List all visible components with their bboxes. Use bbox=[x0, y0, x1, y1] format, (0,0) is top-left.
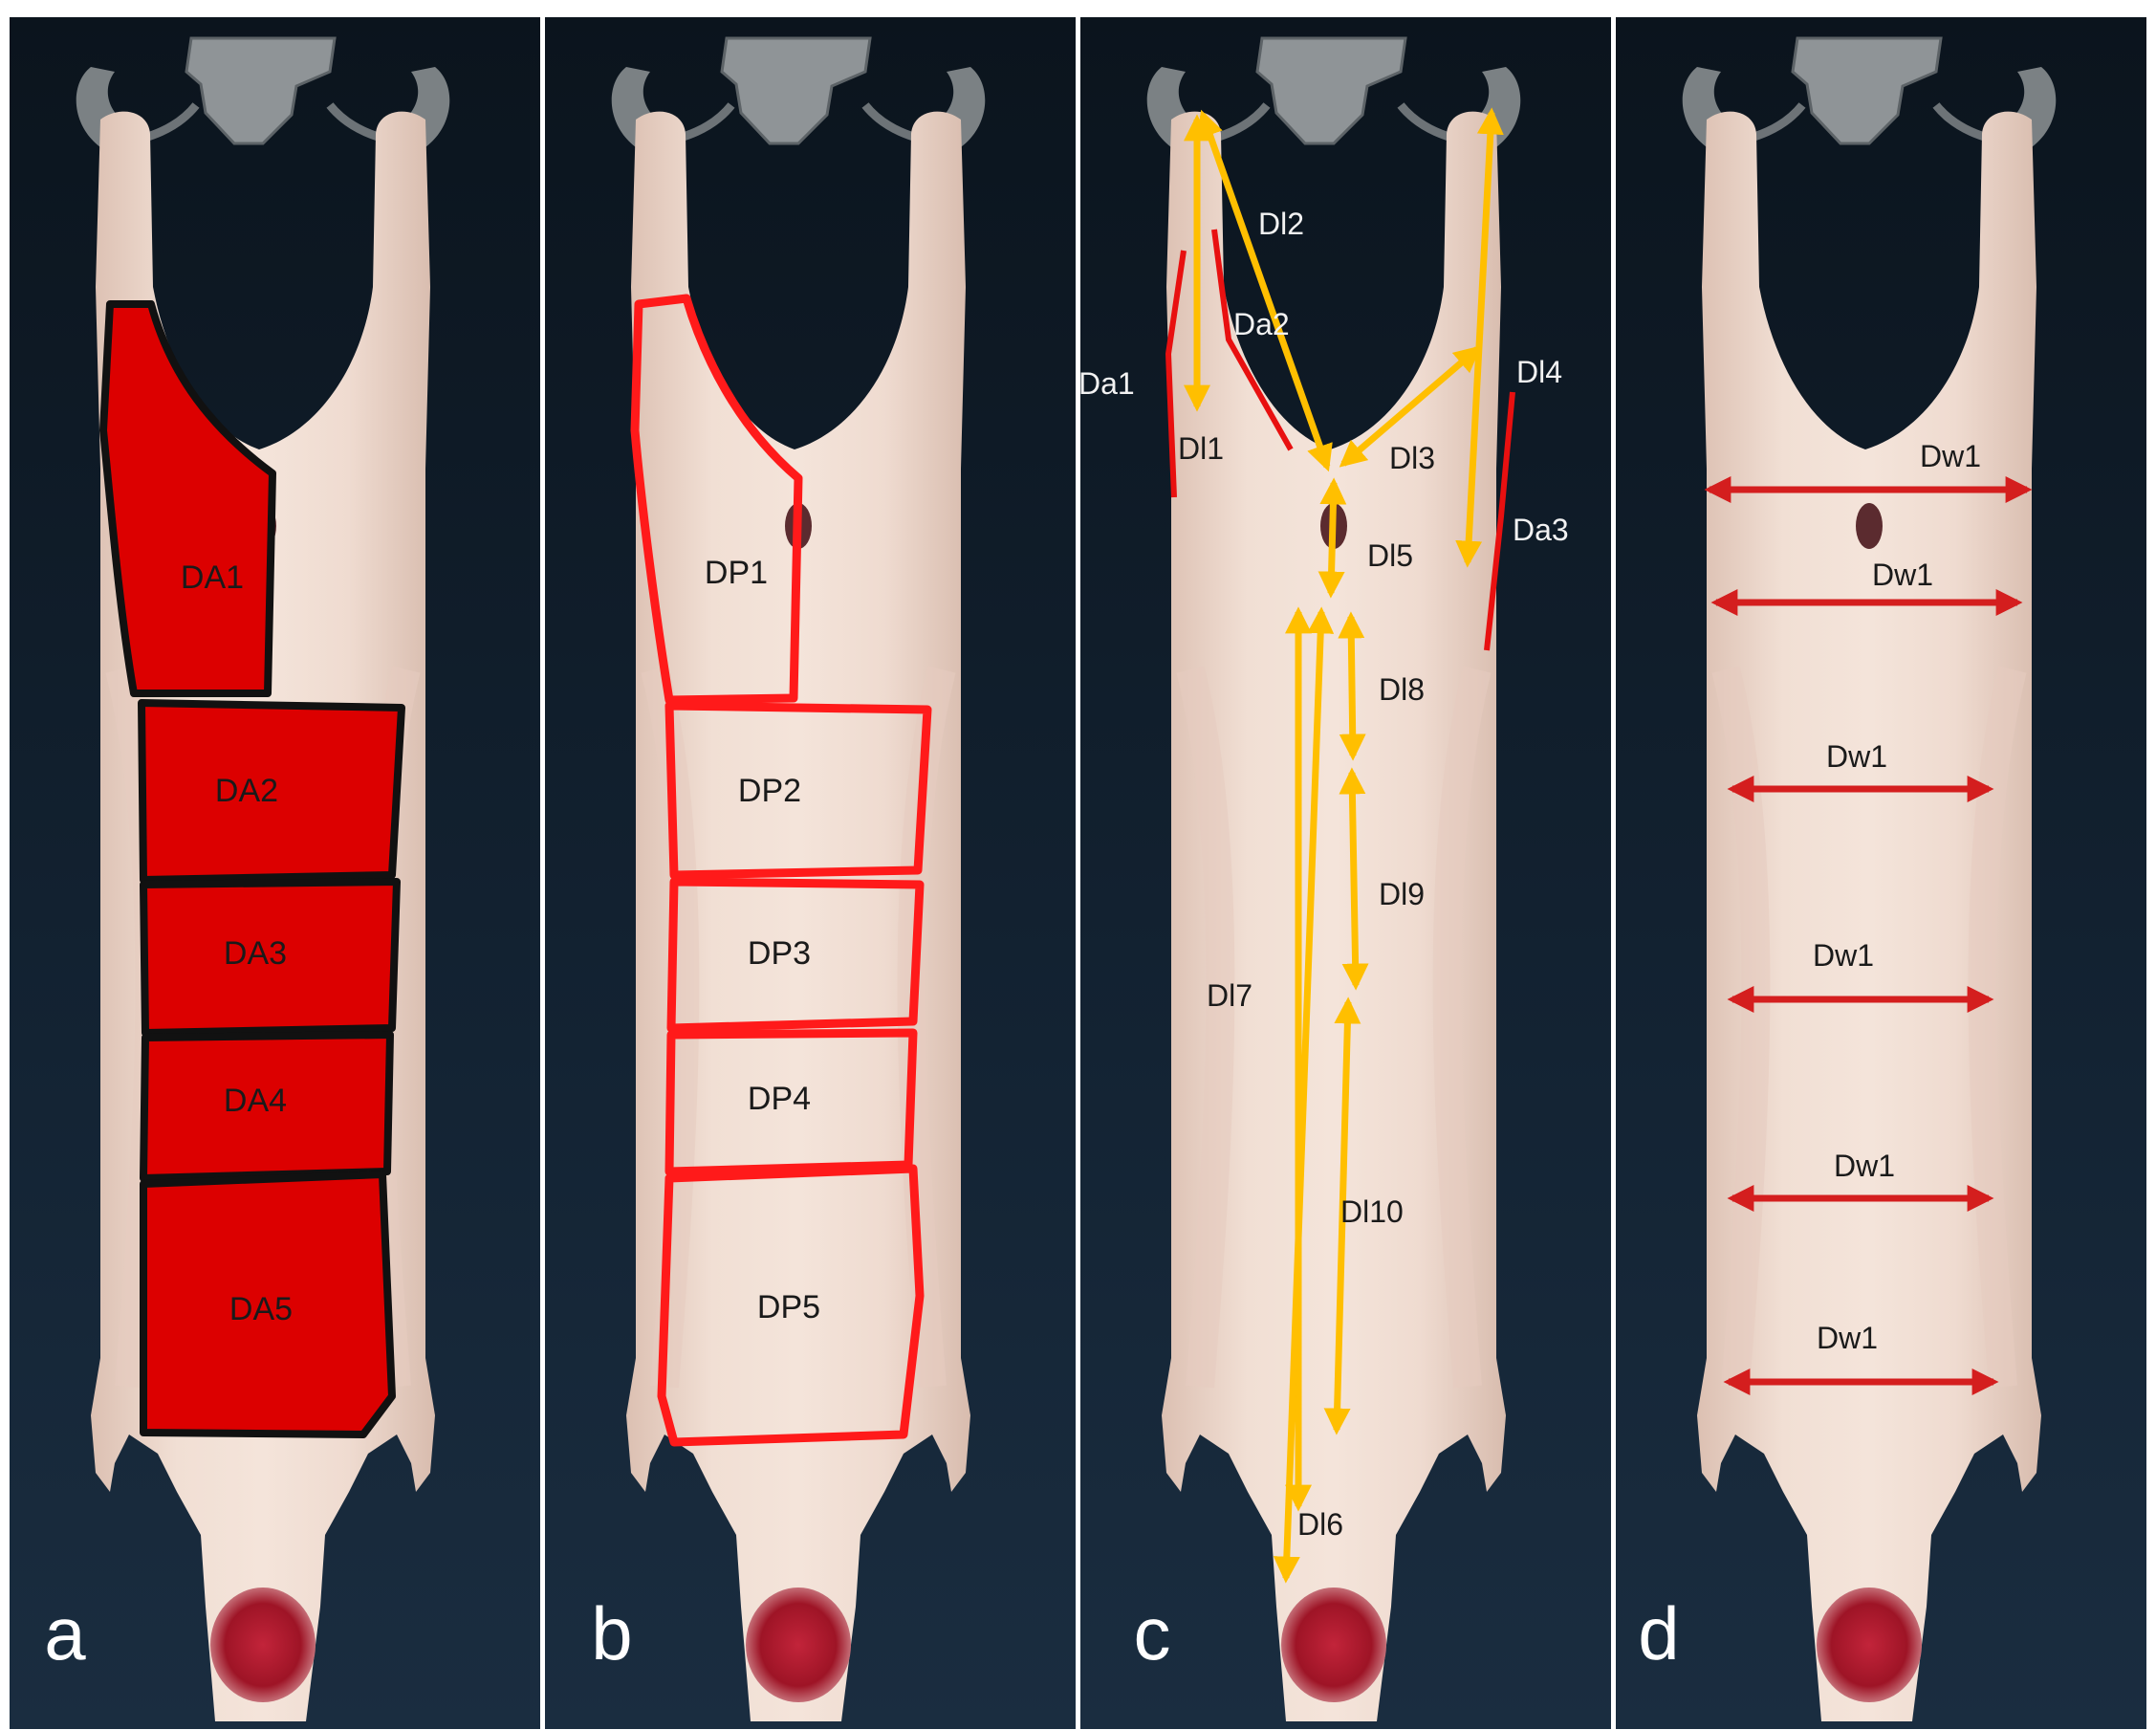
label-da1: Da1 bbox=[1078, 366, 1135, 401]
region-label-dp3: DP3 bbox=[748, 935, 811, 972]
region-label-da1: DA1 bbox=[181, 559, 244, 596]
label-dl5: Dl5 bbox=[1367, 538, 1413, 573]
label-dl7: Dl7 bbox=[1207, 978, 1252, 1013]
label-dw1-2: Dw1 bbox=[1872, 558, 1933, 592]
label-dl10: Dl10 bbox=[1340, 1194, 1404, 1229]
label-da3: Da3 bbox=[1513, 513, 1569, 547]
arrow-dl3 bbox=[1339, 345, 1482, 468]
region-label-dp2: DP2 bbox=[738, 773, 801, 809]
label-dl8: Dl8 bbox=[1379, 672, 1425, 707]
arrow-dl9 bbox=[1339, 767, 1369, 991]
label-dw1-1: Dw1 bbox=[1920, 439, 1981, 473]
label-dl4: Dl4 bbox=[1516, 355, 1562, 389]
region-dp1 bbox=[630, 294, 803, 705]
label-dw1-6: Dw1 bbox=[1817, 1321, 1878, 1355]
region-label-da4: DA4 bbox=[224, 1083, 287, 1119]
region-label-da5: DA5 bbox=[229, 1291, 293, 1327]
arrow-dl6 bbox=[1273, 606, 1335, 1584]
label-dw1-3: Dw1 bbox=[1826, 739, 1887, 774]
panel-letter-a: a bbox=[44, 1591, 86, 1675]
label-dw1-4: Dw1 bbox=[1813, 938, 1874, 973]
arrow-dl5 bbox=[1318, 477, 1347, 599]
label-dl6: Dl6 bbox=[1297, 1507, 1343, 1542]
region-label-dp4: DP4 bbox=[748, 1081, 811, 1117]
panel-a: DA1 DA2 DA3 DA4 DA5 a bbox=[44, 300, 405, 1675]
region-dp2 bbox=[664, 701, 932, 880]
arc-da1 bbox=[1165, 250, 1187, 498]
arrow-dl2 bbox=[1197, 109, 1333, 472]
region-dp5 bbox=[657, 1164, 925, 1447]
panel-letter-b: b bbox=[591, 1591, 632, 1675]
arrow-dl8 bbox=[1338, 611, 1366, 761]
region-label-da3: DA3 bbox=[224, 935, 287, 972]
panel-c: Dl2 Da2 Da1 Dl4 Dl1 Dl3 Da3 Dl5 Dl8 Dl9 … bbox=[1078, 107, 1569, 1675]
panel-d: Dw1 Dw1 Dw1 Dw1 Dw1 Dw1 d bbox=[1638, 439, 2033, 1675]
label-dw1-5: Dw1 bbox=[1834, 1149, 1895, 1183]
region-da4 bbox=[140, 1031, 394, 1182]
region-dp3 bbox=[666, 877, 925, 1033]
region-da3 bbox=[140, 878, 401, 1037]
region-da1 bbox=[99, 300, 276, 697]
arrow-dl10 bbox=[1323, 996, 1361, 1435]
region-label-dp1: DP1 bbox=[705, 555, 768, 591]
label-da2: Da2 bbox=[1233, 307, 1290, 341]
label-dl3: Dl3 bbox=[1389, 441, 1435, 475]
region-label-dp5: DP5 bbox=[757, 1289, 820, 1325]
arrow-dl4 bbox=[1455, 107, 1504, 568]
label-dl1: Dl1 bbox=[1178, 431, 1224, 466]
label-dl2: Dl2 bbox=[1258, 207, 1304, 241]
panel-b bbox=[630, 294, 932, 1447]
panel-letter-d: d bbox=[1638, 1591, 1679, 1675]
region-da2 bbox=[138, 699, 405, 884]
label-dl9: Dl9 bbox=[1379, 877, 1425, 911]
panel-letter-c: c bbox=[1134, 1591, 1171, 1675]
region-label-da2: DA2 bbox=[215, 773, 278, 809]
region-da5 bbox=[140, 1171, 396, 1438]
